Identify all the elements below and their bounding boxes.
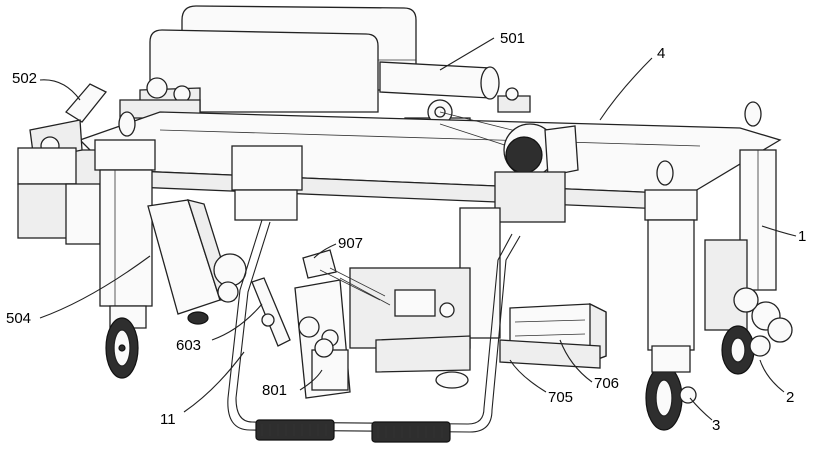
right-wheels (645, 287, 793, 431)
central-mechanism (294, 249, 471, 399)
cylinder-706 (499, 302, 607, 369)
label-501: 501 (500, 30, 525, 47)
label-502: 502 (12, 70, 37, 87)
label-3: 3 (712, 417, 720, 434)
handle-11 (227, 219, 521, 443)
label-801: 801 (262, 382, 287, 399)
label-1: 1 (798, 228, 806, 245)
left-bracket-502 (17, 83, 108, 245)
label-706: 706 (594, 375, 619, 392)
label-2: 2 (786, 389, 794, 406)
leader-lines (39, 37, 797, 421)
left-columns (94, 139, 303, 307)
label-603: 603 (176, 337, 201, 354)
motor-assembly (439, 111, 579, 223)
rear-panels (149, 5, 417, 113)
left-wheel (105, 253, 247, 379)
label-4: 4 (657, 45, 665, 62)
label-705: 705 (548, 389, 573, 406)
label-504: 504 (6, 310, 31, 327)
mechanism-603 (251, 277, 291, 347)
label-907: 907 (338, 235, 363, 252)
label-11: 11 (160, 411, 176, 428)
reference-labels: 501 502 4 1 907 504 603 801 11 705 706 2… (6, 30, 806, 434)
